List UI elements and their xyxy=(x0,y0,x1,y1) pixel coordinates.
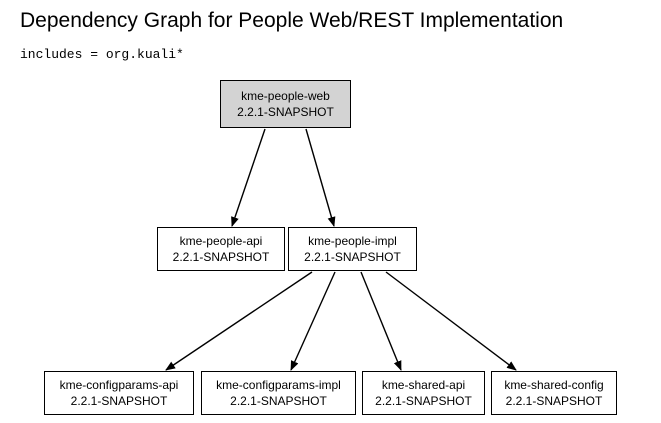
includes-filter-label: includes = org.kuali* xyxy=(20,47,184,62)
graph-node-kme-configparams-impl[interactable]: kme-configparams-impl 2.2.1-SNAPSHOT xyxy=(201,371,356,415)
graph-node-kme-people-api[interactable]: kme-people-api 2.2.1-SNAPSHOT xyxy=(157,227,285,271)
edge-kme-people-web-to-kme-people-api xyxy=(231,128,266,227)
node-artifact-version: 2.2.1-SNAPSHOT xyxy=(237,105,334,119)
node-artifact-name: kme-shared-api xyxy=(381,378,466,392)
edge-kme-people-impl-to-kme-shared-api xyxy=(360,271,402,371)
graph-node-kme-shared-api[interactable]: kme-shared-api 2.2.1-SNAPSHOT xyxy=(362,371,485,415)
node-artifact-name: kme-shared-config xyxy=(504,378,604,392)
edge-kme-people-impl-to-kme-configparams-api xyxy=(165,271,313,371)
node-artifact-name: kme-configparams-impl xyxy=(216,378,341,392)
node-artifact-name: kme-configparams-api xyxy=(59,378,179,392)
edge-group xyxy=(165,128,517,371)
graph-node-kme-people-web[interactable]: kme-people-web 2.2.1-SNAPSHOT xyxy=(220,80,351,128)
node-artifact-version: 2.2.1-SNAPSHOT xyxy=(375,394,472,408)
node-artifact-name: kme-people-api xyxy=(179,234,263,248)
node-artifact-name: kme-people-web xyxy=(241,89,330,103)
node-artifact-version: 2.2.1-SNAPSHOT xyxy=(304,250,401,264)
edge-kme-people-impl-to-kme-configparams-impl xyxy=(290,271,336,371)
node-artifact-version: 2.2.1-SNAPSHOT xyxy=(172,250,270,264)
node-artifact-name: kme-people-impl xyxy=(308,234,397,248)
node-artifact-version: 2.2.1-SNAPSHOT xyxy=(70,394,168,408)
graph-node-kme-configparams-api[interactable]: kme-configparams-api 2.2.1-SNAPSHOT xyxy=(44,371,194,415)
node-artifact-version: 2.2.1-SNAPSHOT xyxy=(230,394,327,408)
graph-node-kme-people-impl[interactable]: kme-people-impl 2.2.1-SNAPSHOT xyxy=(288,227,417,271)
page-title: Dependency Graph for People Web/REST Imp… xyxy=(20,9,564,32)
node-artifact-version: 2.2.1-SNAPSHOT xyxy=(505,394,603,408)
graph-node-kme-shared-config[interactable]: kme-shared-config 2.2.1-SNAPSHOT xyxy=(491,371,617,415)
edge-kme-people-web-to-kme-people-impl xyxy=(305,128,336,227)
edge-kme-people-impl-to-kme-shared-config xyxy=(385,271,517,371)
